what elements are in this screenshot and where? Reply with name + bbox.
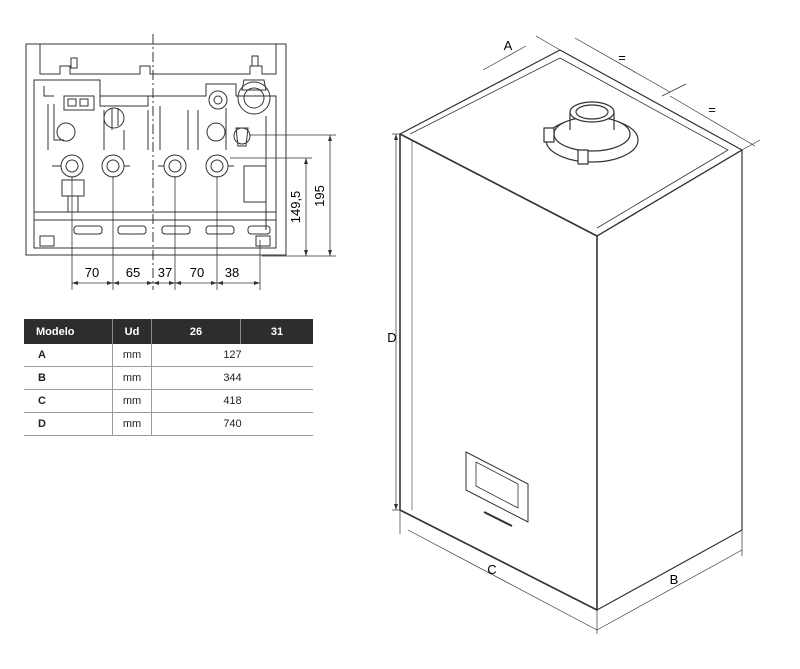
dim-70-b: 70 (190, 265, 204, 280)
row-unit: mm (112, 389, 152, 413)
row-value: 418 (151, 389, 313, 413)
label-a: A (504, 38, 513, 53)
label-eq-1: = (618, 50, 626, 65)
control-panel (465, 451, 529, 527)
row-value: 127 (151, 344, 313, 367)
dim-70-a: 70 (85, 265, 99, 280)
dim-37: 37 (158, 265, 172, 280)
row-label: B (24, 366, 113, 390)
dim-195: 195 (312, 185, 327, 207)
label-b: B (670, 572, 679, 587)
horizontal-dimensions (71, 176, 261, 290)
row-value: 740 (151, 412, 313, 436)
row-label: C (24, 389, 113, 413)
connector-block (63, 95, 95, 111)
table-row: D mm 740 (24, 412, 313, 436)
row-unit: mm (112, 366, 152, 390)
iso-dimension-lines (392, 35, 761, 634)
table-header-row: Modelo Ud 26 31 (24, 319, 313, 344)
row-unit: mm (112, 412, 152, 436)
dim-65: 65 (126, 265, 140, 280)
row-value: 344 (151, 366, 313, 390)
dim-38: 38 (225, 265, 239, 280)
row-unit: mm (112, 344, 152, 367)
col-31: 31 (240, 319, 313, 344)
dimensions-table: Modelo Ud 26 31 A mm 127 B mm 344 C mm 4… (24, 319, 313, 436)
col-26: 26 (151, 319, 241, 344)
row-label: D (24, 412, 113, 436)
row-label: A (24, 344, 113, 367)
boiler-side-face (596, 149, 743, 611)
table-row: C mm 418 (24, 389, 313, 413)
label-c: C (487, 562, 496, 577)
label-eq-2: = (708, 102, 716, 117)
col-ud: Ud (112, 319, 152, 344)
table-row: B mm 344 (24, 366, 313, 390)
boiler-outline (25, 43, 287, 256)
dim-149-5: 149,5 (288, 191, 303, 224)
flue-outlet (543, 101, 639, 165)
boiler-top-face (399, 49, 743, 237)
boiler-front-face (399, 133, 598, 611)
pump (237, 81, 271, 115)
boiler-isometric (399, 49, 743, 611)
table-row: A mm 127 (24, 344, 313, 367)
vertical-dimensions (230, 134, 336, 257)
col-modelo: Modelo (24, 319, 113, 344)
label-d: D (387, 330, 396, 345)
connection-fittings (52, 154, 234, 212)
